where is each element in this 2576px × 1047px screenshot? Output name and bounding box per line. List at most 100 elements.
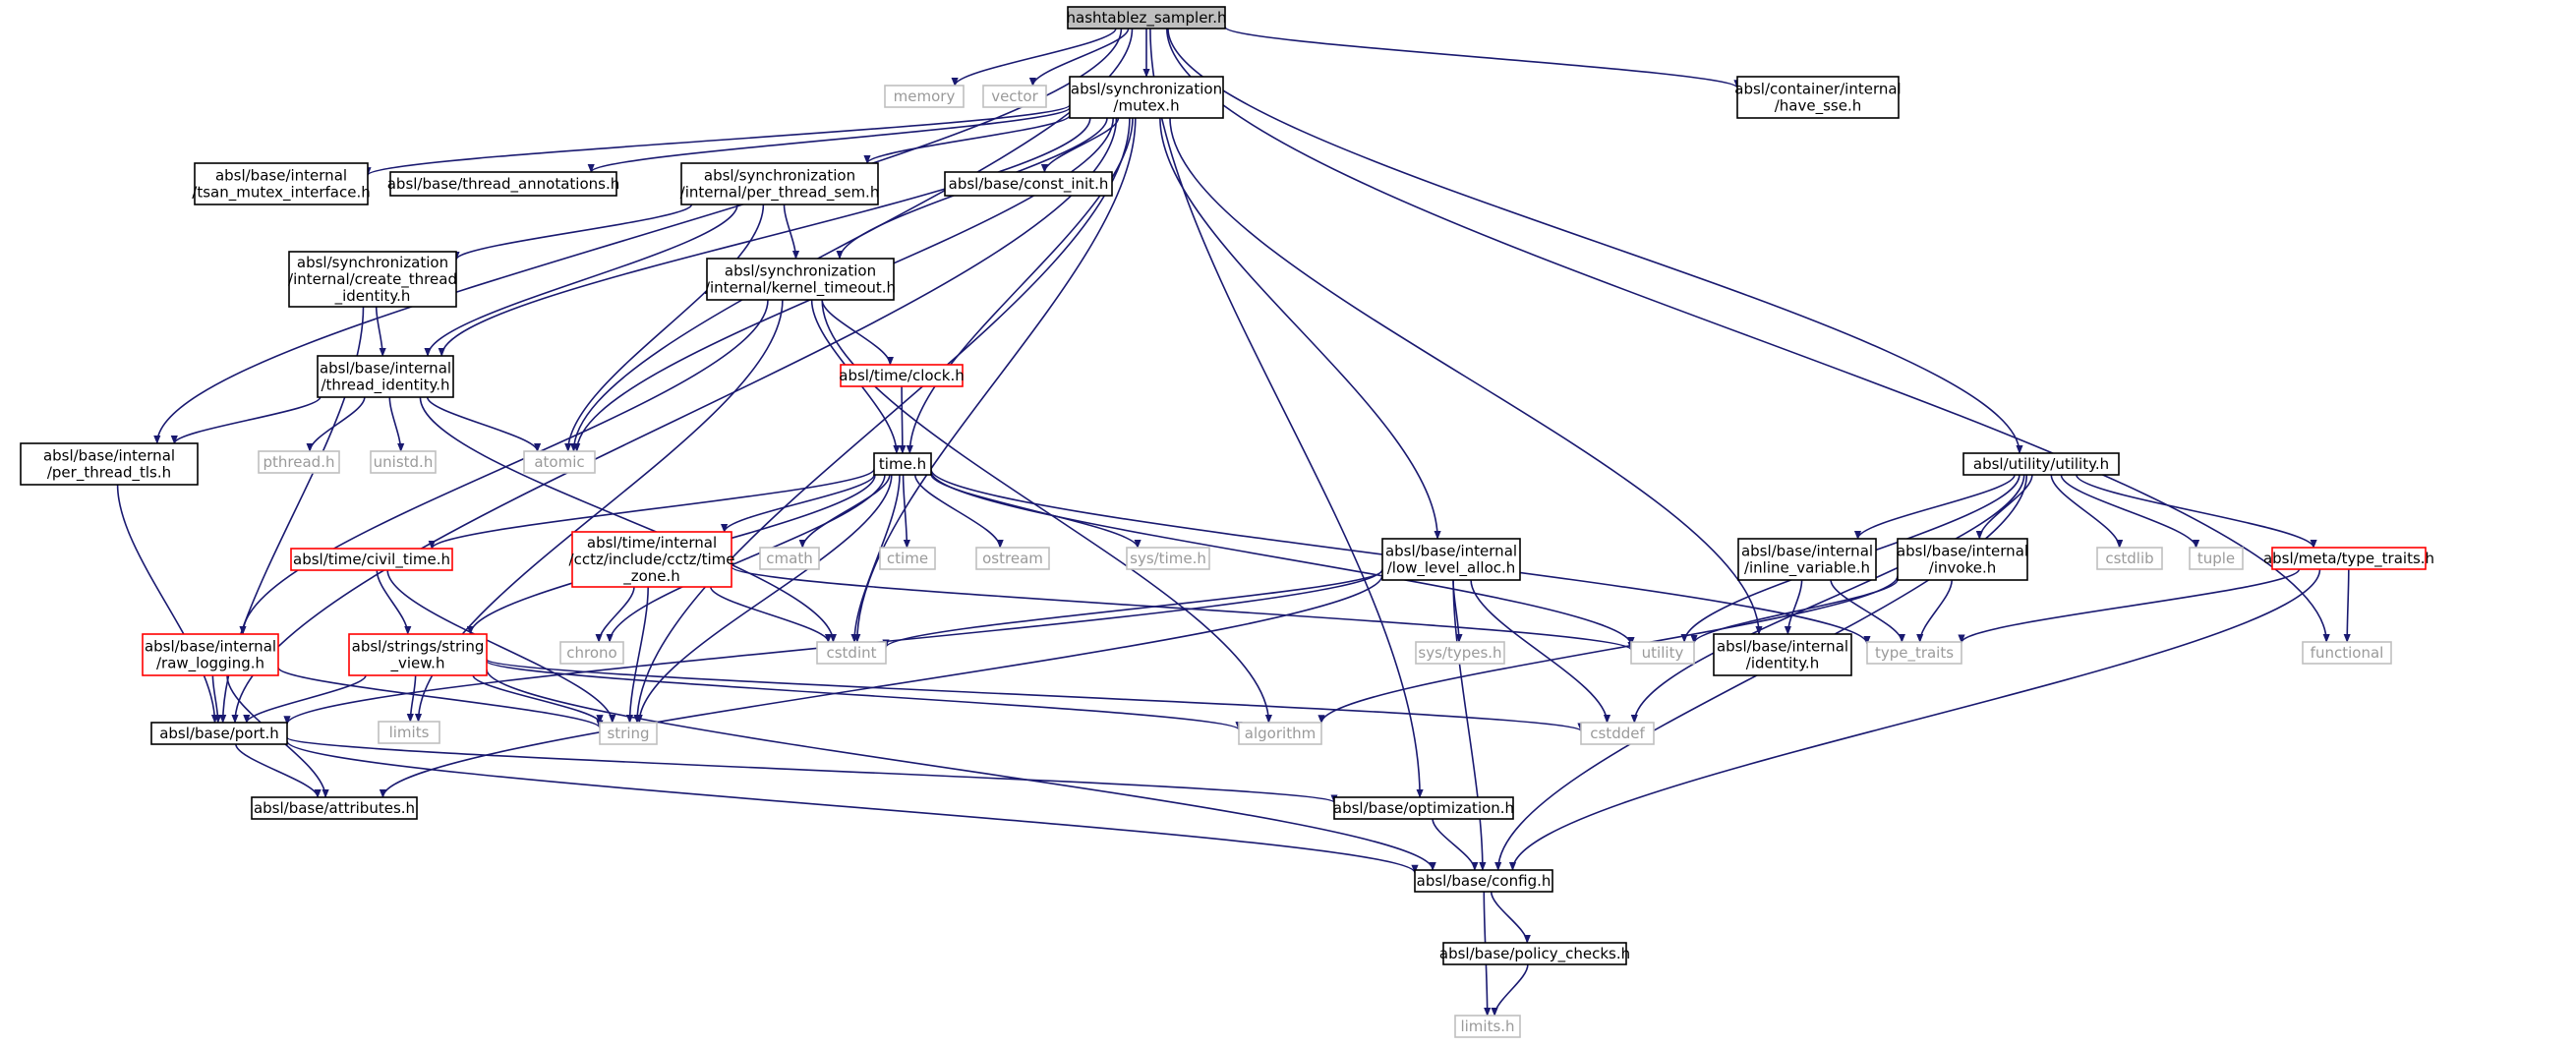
- edge-time-to-ctime: [902, 474, 910, 549]
- node-label-unistd: unistd.h: [374, 453, 434, 471]
- edge-invoke-to-type-traits: [1916, 579, 1953, 643]
- node-box-clock: [840, 364, 964, 387]
- node-utility-h[interactable]: absl/utility/utility.h: [1962, 452, 2120, 476]
- node-label-type-traits: type_traits: [1875, 644, 1954, 663]
- node-box-cstdint: [816, 641, 887, 665]
- node-port[interactable]: absl/base/port.h: [150, 722, 288, 745]
- node-label-cstdint: cstdint: [826, 644, 876, 662]
- node-label-invoke: absl/base/internal/invoke.h: [1897, 543, 2028, 577]
- node-optimization[interactable]: absl/base/optimization.h: [1333, 796, 1514, 820]
- edge-utility-h-to-inline-variable: [1853, 474, 2016, 540]
- node-label-limits-h: limits.h: [1460, 1018, 1514, 1035]
- node-per-thread-sem[interactable]: absl/synchronization/internal/per_thread…: [680, 162, 880, 205]
- node-time-zone[interactable]: absl/time/internal/cctz/include/cctz/tim…: [569, 531, 735, 588]
- node-cstdint: cstdint: [816, 641, 887, 665]
- node-root[interactable]: hashtablez_sampler.h: [1067, 6, 1227, 29]
- node-label-limits: limits: [389, 724, 430, 741]
- node-box-meta-type-traits: [2271, 547, 2427, 570]
- node-clock[interactable]: absl/time/clock.h: [839, 364, 965, 387]
- edge-meta-type-traits-to-config: [1508, 568, 2321, 871]
- node-label-clock: absl/time/clock.h: [839, 367, 965, 384]
- node-label-low-level-alloc: absl/base/internal/low_level_alloc.h: [1385, 543, 1517, 578]
- node-cstdlib: cstdlib: [2096, 547, 2163, 570]
- node-box-kernel-timeout: [706, 258, 895, 301]
- node-box-unistd: [370, 450, 437, 474]
- node-meta-type-traits[interactable]: absl/meta/type_traits.h: [2263, 547, 2434, 570]
- node-thread-identity[interactable]: absl/base/internal/thread_identity.h: [317, 355, 454, 398]
- node-label-cmath: cmath: [766, 550, 812, 567]
- node-label-const-init: absl/base/const_init.h: [949, 175, 1109, 194]
- edge-root-to-per-thread-tls: [153, 28, 1123, 444]
- edge-root-to-functional: [1166, 28, 2330, 643]
- node-box-cstddef: [1580, 722, 1655, 745]
- edge-mutex-to-identity: [1169, 117, 1763, 635]
- node-box-systypes: [1415, 641, 1505, 665]
- node-box-invoke: [1897, 538, 2028, 581]
- node-label-ctime: ctime: [887, 550, 928, 567]
- edge-create-thread-identity-to-thread-identity: [375, 306, 386, 357]
- edge-time-to-chrono: [606, 474, 886, 643]
- node-civil-time[interactable]: absl/time/civil_time.h: [290, 548, 453, 571]
- node-label-time-zone: absl/time/internal/cctz/include/cctz/tim…: [569, 534, 735, 586]
- node-config[interactable]: absl/base/config.h: [1414, 869, 1553, 893]
- node-identity[interactable]: absl/base/internal/identity.h: [1713, 633, 1852, 676]
- node-have-sse[interactable]: absl/container/internal/have_sse.h: [1734, 76, 1902, 119]
- edge-low-level-alloc-to-cstdint: [882, 569, 1383, 649]
- node-policy-checks[interactable]: absl/base/policy_checks.h: [1439, 942, 1630, 965]
- node-box-raw-logging: [142, 633, 279, 676]
- node-low-level-alloc[interactable]: absl/base/internal/low_level_alloc.h: [1381, 538, 1521, 581]
- node-const-init[interactable]: absl/base/const_init.h: [944, 171, 1113, 197]
- edge-mutex-to-per-thread-sem: [863, 114, 1071, 164]
- edge-mutex-to-time: [906, 117, 1134, 454]
- node-box-string: [599, 722, 658, 745]
- node-box-low-level-alloc: [1381, 538, 1521, 581]
- edge-kernel-timeout-to-clock: [821, 299, 894, 366]
- node-box-ostream: [975, 547, 1050, 570]
- node-tsan[interactable]: absl/base/internal/tsan_mutex_interface.…: [192, 162, 371, 205]
- node-vector: vector: [982, 85, 1047, 108]
- edge-mutex-to-port: [231, 117, 1118, 724]
- node-kernel-timeout[interactable]: absl/synchronization/internal/kernel_tim…: [705, 258, 896, 301]
- node-invoke[interactable]: absl/base/internal/invoke.h: [1897, 538, 2028, 581]
- edge-utility-h-to-invoke: [1975, 474, 2033, 540]
- node-box-cmath: [759, 547, 820, 570]
- node-label-port: absl/base/port.h: [159, 725, 279, 742]
- node-mutex[interactable]: absl/synchronization/mutex.h: [1069, 76, 1224, 119]
- edge-thread-identity-to-unistd: [388, 396, 405, 452]
- node-label-time: time.h: [879, 455, 926, 473]
- node-time[interactable]: time.h: [873, 452, 932, 476]
- edge-mutex-to-thread-annotations: [587, 106, 1071, 173]
- node-box-utility: [1630, 641, 1695, 665]
- edge-config-to-policy-checks: [1490, 891, 1531, 944]
- edge-kernel-timeout-to-raw-logging: [239, 299, 769, 635]
- node-label-identity: absl/base/internal/identity.h: [1717, 638, 1848, 672]
- node-box-mutex: [1069, 76, 1224, 119]
- node-string-view[interactable]: absl/strings/string_view.h: [348, 633, 488, 676]
- node-label-functional: functional: [2311, 644, 2384, 662]
- node-per-thread-tls[interactable]: absl/base/internal/per_thread_tls.h: [20, 442, 199, 486]
- node-create-thread-identity[interactable]: absl/synchronization/internal/create_thr…: [288, 251, 457, 308]
- node-thread-annotations[interactable]: absl/base/thread_annotations.h: [387, 171, 620, 197]
- edge-per-thread-sem-to-create-thread-identity: [452, 204, 693, 261]
- node-systime: sys/time.h: [1126, 547, 1210, 570]
- node-attributes[interactable]: absl/base/attributes.h: [251, 796, 418, 820]
- edge-time-to-ostream: [914, 474, 1004, 549]
- edge-low-level-alloc-to-attributes: [379, 574, 1383, 798]
- node-inline-variable[interactable]: absl/base/internal/inline_variable.h: [1737, 538, 1877, 581]
- edge-utility-h-to-cstddef: [1630, 474, 2025, 724]
- edge-per-thread-sem-to-atomic: [564, 204, 765, 452]
- edge-port-to-optimization: [286, 736, 1338, 804]
- edge-root-to-atomic: [569, 28, 1134, 452]
- edge-per-thread-sem-to-thread-identity: [424, 204, 738, 357]
- edge-meta-type-traits-to-functional: [2343, 568, 2351, 643]
- edge-mutex-to-thread-identity: [438, 117, 1091, 357]
- edge-inline-variable-to-type-traits: [1830, 579, 1905, 643]
- node-box-port: [150, 722, 288, 745]
- edge-clock-to-time: [899, 385, 907, 454]
- edge-civil-time-to-string-view: [376, 569, 412, 635]
- node-raw-logging[interactable]: absl/base/internal/raw_logging.h: [142, 633, 279, 676]
- edge-invoke-to-utility: [1690, 579, 1899, 644]
- edge-time-to-cmath: [798, 474, 891, 549]
- edge-root-to-memory: [951, 28, 1117, 87]
